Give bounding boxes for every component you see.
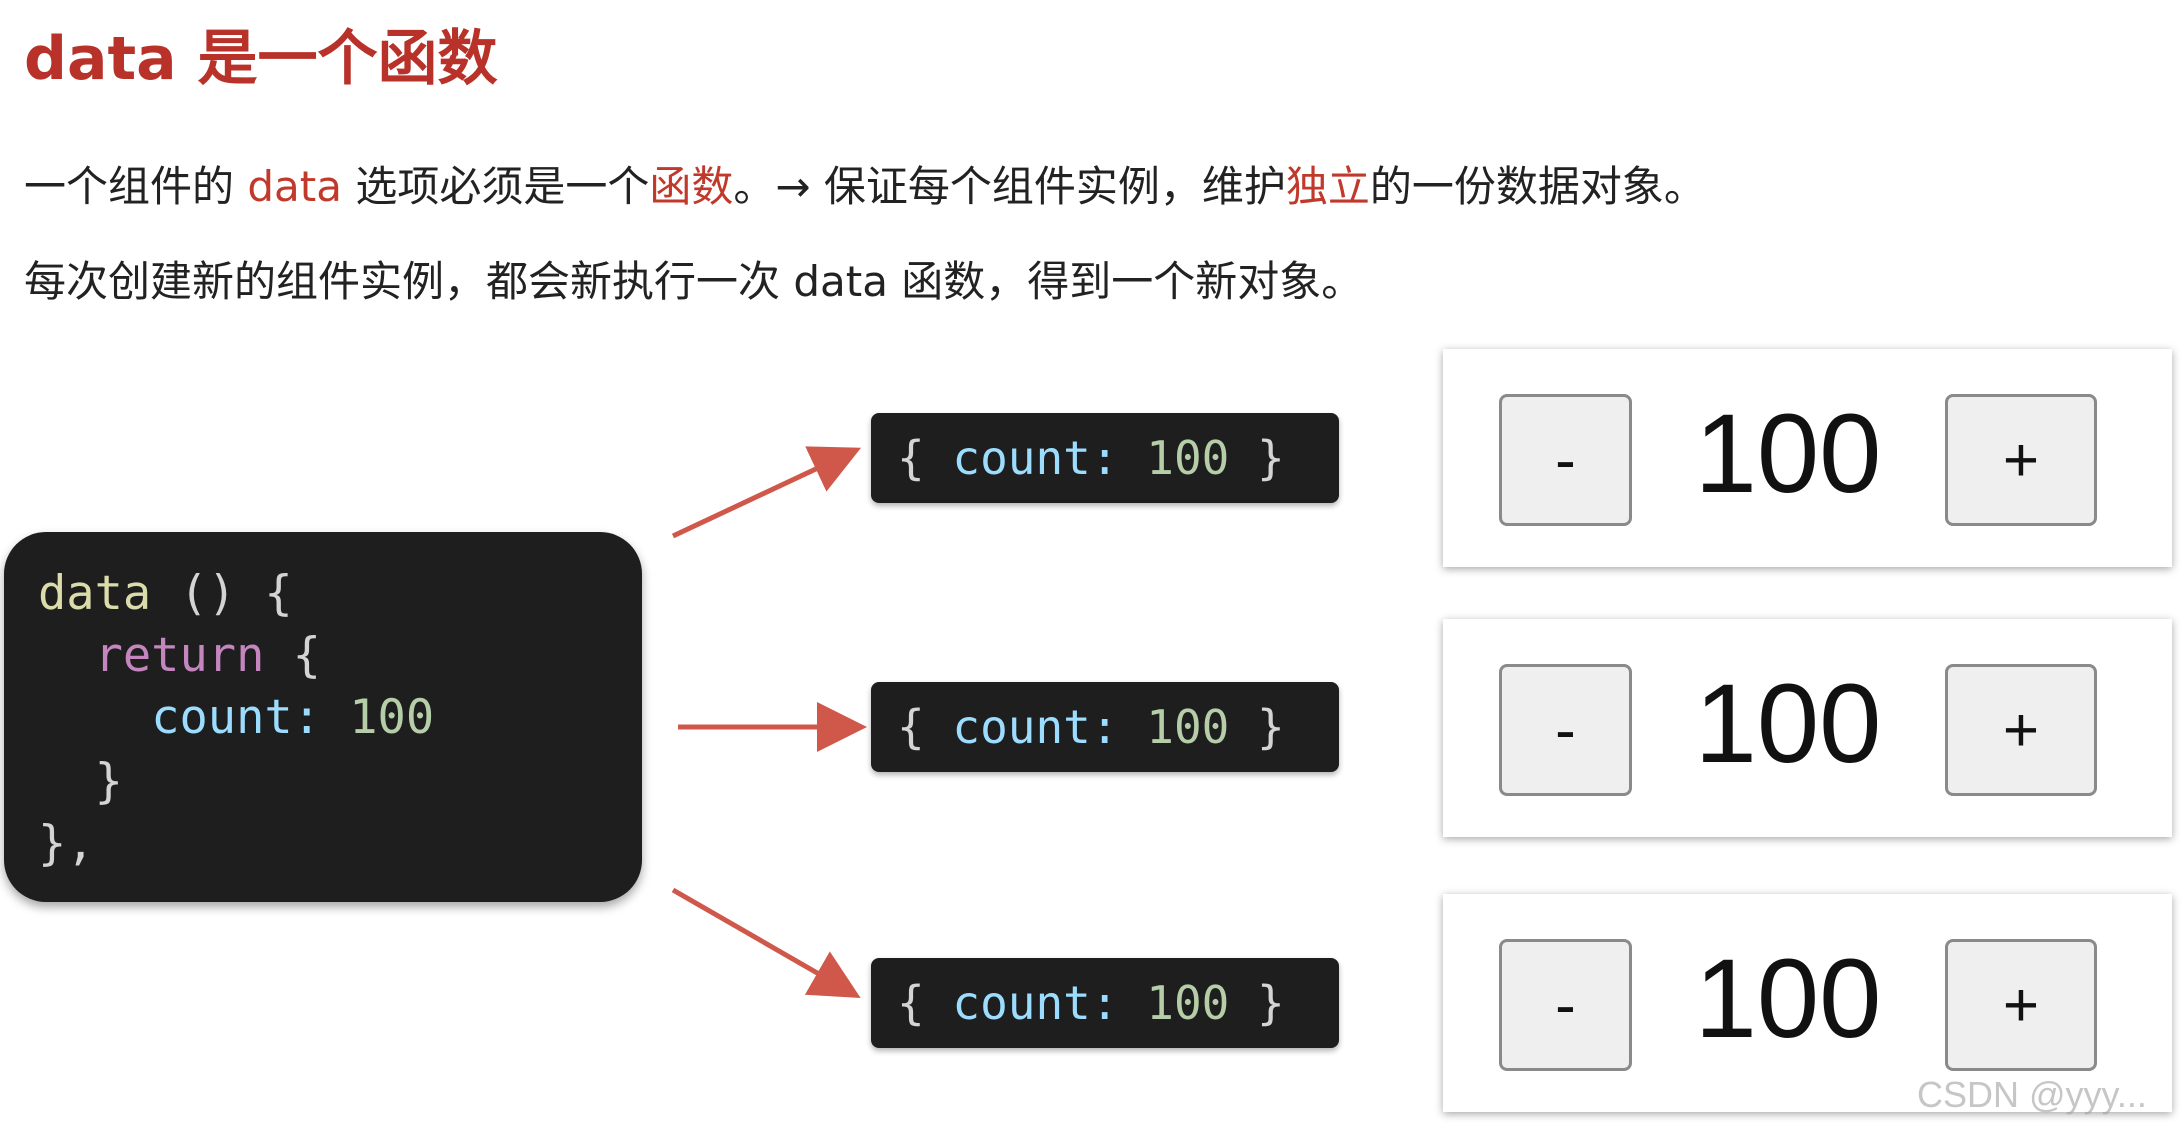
increment-button[interactable]: +	[1945, 939, 2097, 1071]
code-line-4: }	[38, 754, 123, 809]
counter-component-1: - 100 +	[1443, 349, 2172, 567]
code-count-value: 100	[349, 690, 435, 745]
obj-colon: :	[1090, 431, 1147, 485]
obj-prop: count	[952, 976, 1091, 1030]
line1-part4: 的一份数据对象。	[1369, 162, 1706, 211]
obj-prop: count	[952, 431, 1091, 485]
increment-button[interactable]: +	[1945, 664, 2097, 796]
obj-value: 100	[1146, 976, 1230, 1030]
code-line-2: return {	[38, 628, 321, 683]
data-object-3: { count: 100 }	[871, 958, 1339, 1048]
code-line3-indent	[38, 690, 151, 745]
code-colon: :	[292, 690, 350, 745]
decrement-button[interactable]: -	[1499, 664, 1632, 796]
obj-open: {	[897, 976, 953, 1030]
increment-button[interactable]: +	[1945, 394, 2097, 526]
data-object-1: { count: 100 }	[871, 413, 1339, 503]
page-title: data 是一个函数	[24, 24, 498, 94]
obj-close: }	[1229, 700, 1285, 754]
code-line-1: data () {	[38, 566, 293, 621]
arrow-to-object-1	[671, 446, 862, 539]
code-fn-name: data	[38, 566, 152, 621]
description-line-1: 一个组件的 data 选项必须是一个函数。→ 保证每个组件实例，维护独立的一份数…	[24, 153, 1706, 214]
data-keyword: data	[247, 162, 342, 211]
code-line-5: },	[38, 816, 95, 871]
code-return-keyword: return	[94, 628, 265, 683]
code-line1-rest: () {	[151, 566, 293, 621]
code-count-prop: count	[151, 690, 293, 745]
line1-part3: 。→ 保证每个组件实例，维护	[733, 162, 1286, 211]
decrement-button[interactable]: -	[1499, 394, 1632, 526]
csdn-watermark: CSDN @yyy...	[1917, 1074, 2147, 1115]
obj-colon: :	[1090, 700, 1147, 754]
decrement-button[interactable]: -	[1499, 939, 1632, 1071]
data-object-2: { count: 100 }	[871, 682, 1339, 772]
data-function-code-block: data () { return { count: 100 } },	[4, 532, 642, 902]
description-line-2: 每次创建新的组件实例，都会新执行一次 data 函数，得到一个新对象。	[24, 257, 1364, 306]
function-keyword: 函数	[649, 162, 734, 211]
counter-value: 100	[1694, 936, 1882, 1061]
obj-open: {	[897, 700, 953, 754]
code-line-3: count: 100	[38, 690, 434, 745]
obj-colon: :	[1090, 976, 1147, 1030]
independent-keyword: 独立	[1285, 162, 1370, 211]
counter-value: 100	[1694, 661, 1882, 786]
obj-value: 100	[1146, 431, 1230, 485]
code-line2-indent	[38, 628, 95, 683]
counter-component-3: - 100 +	[1443, 894, 2172, 1112]
obj-open: {	[897, 431, 953, 485]
obj-value: 100	[1146, 700, 1230, 754]
counter-component-2: - 100 +	[1443, 619, 2172, 837]
obj-close: }	[1229, 431, 1285, 485]
line1-part1: 一个组件的	[24, 162, 248, 211]
code-line2-rest: {	[264, 628, 321, 683]
arrow-to-object-3	[671, 887, 861, 998]
obj-prop: count	[952, 700, 1091, 754]
counter-value: 100	[1694, 391, 1882, 516]
line1-part2: 选项必须是一个	[341, 162, 650, 211]
obj-close: }	[1229, 976, 1285, 1030]
